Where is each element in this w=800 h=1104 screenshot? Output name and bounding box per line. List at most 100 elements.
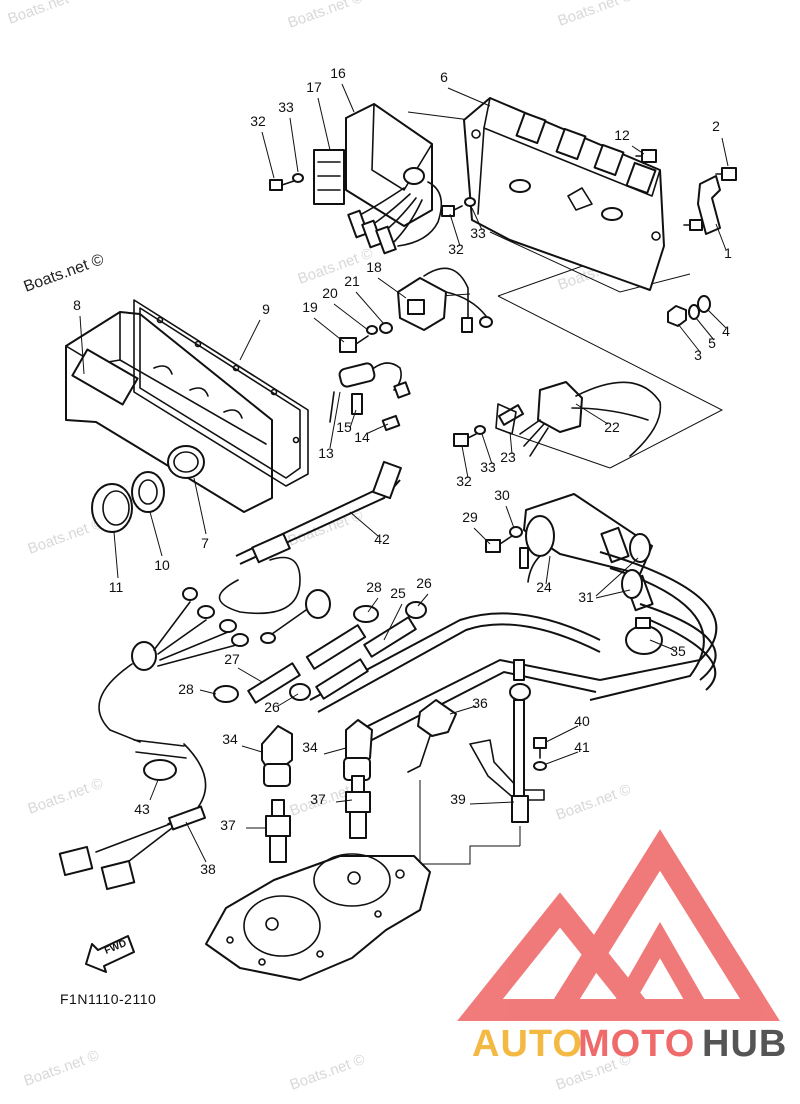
callout-23: 23 [500, 449, 516, 465]
callout-9: 9 [262, 301, 270, 317]
callout-34: 34 [302, 739, 318, 755]
part-39-bracket [469, 659, 545, 823]
callout-16: 16 [330, 65, 346, 81]
callout-15: 15 [336, 419, 352, 435]
callout-38: 38 [200, 861, 216, 877]
part-35-clamp [625, 617, 663, 655]
callout-20: 20 [322, 285, 338, 301]
part-harness-left [98, 587, 249, 825]
callout-8: 8 [73, 297, 81, 313]
watermark: Boats.net © [22, 1047, 102, 1090]
callout-29: 29 [462, 509, 478, 525]
callout-11: 11 [109, 579, 124, 595]
part-11-cap [91, 483, 133, 533]
part-3-4-5-nut-washers [667, 295, 711, 327]
callout-32: 32 [250, 113, 266, 129]
part-1-bracket [683, 167, 737, 235]
callout-2: 2 [712, 118, 720, 134]
callout-36: 36 [472, 695, 488, 711]
part-34-plug-caps [261, 719, 373, 787]
callout-4: 4 [722, 323, 730, 339]
watermark: Boats.net © [26, 515, 106, 558]
part-42-ht-lead [235, 460, 402, 565]
callout-6: 6 [440, 69, 448, 85]
callout-28: 28 [178, 681, 194, 697]
callout-12: 12 [614, 127, 630, 143]
callout-33: 33 [278, 99, 294, 115]
callout-37: 37 [310, 791, 326, 807]
callout-24: 24 [536, 579, 552, 595]
part-9-gasket [133, 299, 309, 487]
part-25-tubes [247, 616, 417, 704]
part-10-seal [131, 471, 165, 513]
callout-43: 43 [134, 801, 150, 817]
watermark: Boats.net © [296, 245, 376, 288]
watermark: Boats.net © [288, 1051, 368, 1094]
cable-loop [218, 556, 331, 644]
watermark: Boats.net © [554, 781, 634, 824]
callout-19: 19 [302, 299, 318, 315]
callout-31: 31 [578, 589, 594, 605]
part-23-clip [495, 403, 517, 435]
cylinder-head [205, 853, 431, 981]
callout-17: 17 [306, 79, 322, 95]
bolts-upper [269, 149, 657, 217]
callout-10: 10 [154, 557, 170, 573]
leader-lines [79, 83, 729, 863]
callout-30: 30 [494, 487, 510, 503]
watermark: Boats.net © [286, 0, 366, 32]
part-8-cover [65, 311, 273, 513]
part-16-ignition-module [313, 103, 443, 255]
part-19-20-21-fasteners [339, 322, 393, 353]
part-26-28-clamps [213, 601, 427, 703]
callout-33: 33 [470, 225, 486, 241]
callout-41: 41 [574, 739, 590, 755]
part-24-ignition-coil [519, 493, 654, 612]
fwd-arrow: FWD [85, 935, 135, 973]
callout-42: 42 [374, 531, 390, 547]
watermark: Boats.net © [556, 0, 636, 30]
bolt-29-30 [485, 526, 523, 553]
callout-34: 34 [222, 731, 238, 747]
part-38-connector-harness [58, 805, 207, 891]
callout-25: 25 [390, 585, 406, 601]
callout-32: 32 [448, 241, 464, 257]
part-6-module-housing [463, 97, 665, 291]
part-37-spark-plugs [265, 775, 371, 863]
callout-14: 14 [354, 429, 370, 445]
callout-40: 40 [574, 713, 590, 729]
logo-text-auto: AUTO [472, 1023, 583, 1065]
diagram-code: F1N1110-2110 [60, 991, 156, 1007]
callout-7: 7 [201, 535, 209, 551]
callout-21: 21 [344, 273, 360, 289]
callout-35: 35 [670, 643, 686, 659]
part-40-41-fastener [533, 737, 547, 771]
hoses [309, 551, 718, 743]
callout-32: 32 [456, 473, 472, 489]
callout-3: 3 [694, 347, 702, 363]
part-36-sensor [407, 699, 457, 773]
callout-26: 26 [264, 699, 280, 715]
bolt-32-33-mid [453, 425, 486, 447]
watermark: Boats.net © [26, 775, 106, 818]
watermark: Boats.net © [6, 0, 86, 28]
part-22-stop-switch [497, 381, 662, 457]
callout-27: 27 [224, 651, 240, 667]
part-18-rectifier [397, 267, 493, 333]
part-13-sensor [329, 362, 411, 432]
callout-39: 39 [450, 791, 466, 807]
callout-1: 1 [724, 245, 732, 261]
automotohub-logo: AUTO MOTO HUB [457, 829, 787, 1065]
callout-26: 26 [416, 575, 432, 591]
callout-13: 13 [318, 445, 334, 461]
callout-28: 28 [366, 579, 382, 595]
logo-text-moto: MOTO [578, 1023, 695, 1065]
logo-triangle-mark [457, 829, 780, 1021]
callout-37: 37 [220, 817, 236, 833]
callout-33: 33 [480, 459, 496, 475]
watermark-main: Boats.net © [22, 251, 107, 296]
logo-text-hub: HUB [702, 1023, 787, 1065]
